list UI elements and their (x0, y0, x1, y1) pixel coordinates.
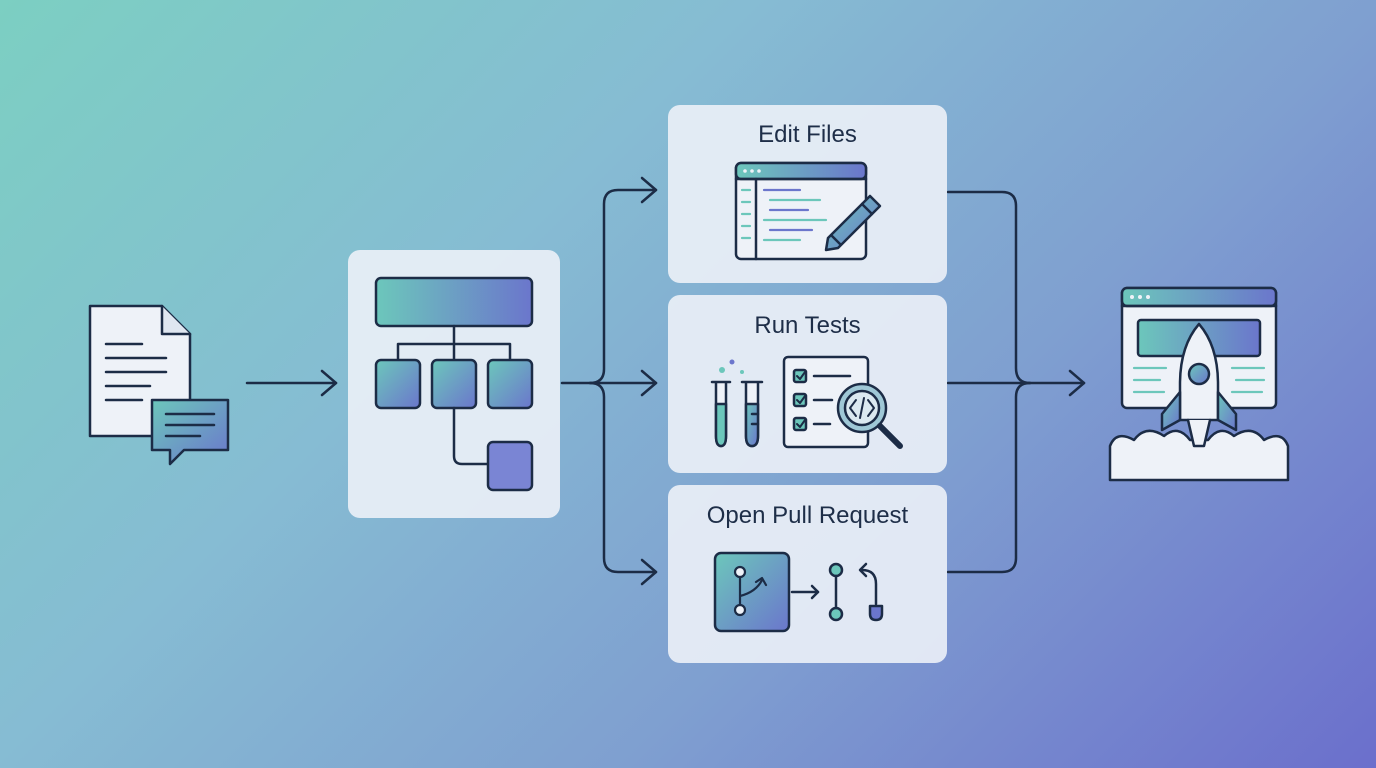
branch-split (560, 188, 658, 385)
task-hierarchy-icon (374, 276, 534, 492)
step-title-edit-files: Edit Files (758, 121, 857, 148)
browser-rocket-launch-icon (1108, 286, 1290, 482)
connectors (245, 176, 1086, 586)
plan-card (348, 250, 560, 518)
test-tubes-checklist-magnifier-icon (710, 355, 903, 449)
branch-merge (946, 190, 1032, 385)
git-branch-merge-icon (713, 551, 884, 633)
step-title-open-pull-request: Open Pull Request (706, 502, 909, 529)
document-chat-icon (88, 304, 230, 466)
step-title-run-tests: Run Tests (754, 312, 861, 339)
code-editor-pencil-icon (734, 161, 882, 261)
